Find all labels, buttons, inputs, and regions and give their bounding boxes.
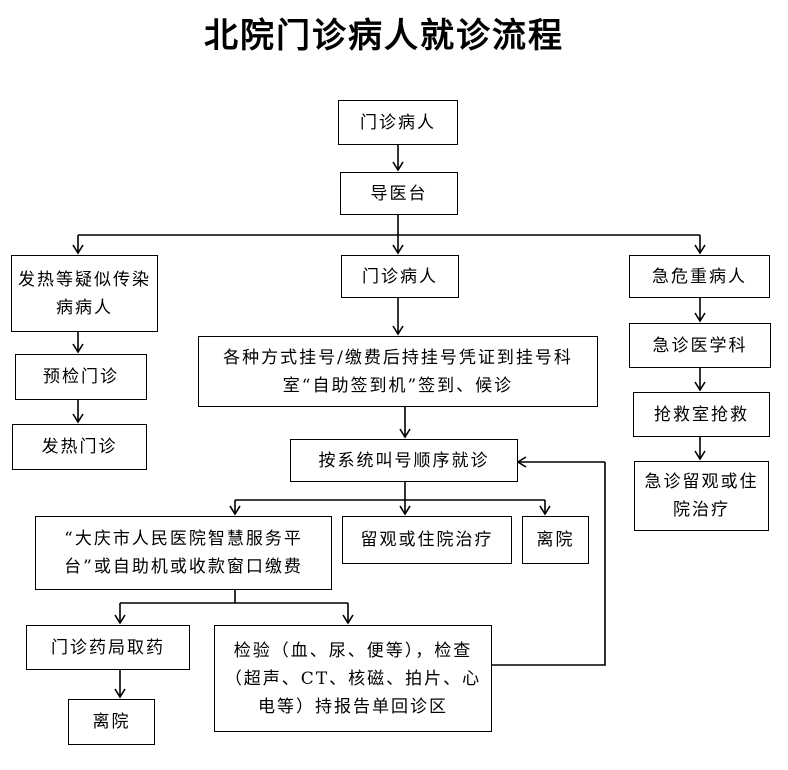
- node-emergency-dept: 急诊医学科: [629, 323, 771, 368]
- node-guide-desk: 导医台: [340, 172, 458, 215]
- node-call-order: 按系统叫号顺序就诊: [290, 439, 518, 482]
- node-precheck: 预检门诊: [15, 354, 147, 400]
- node-outpatient-mid: 门诊病人: [341, 255, 459, 298]
- node-rescue-room: 抢救室抢救: [633, 392, 770, 437]
- node-outpatient-top: 门诊病人: [338, 100, 458, 145]
- page-title: 北院门诊病人就诊流程: [204, 16, 564, 56]
- node-discharge-bottom: 离院: [68, 699, 155, 745]
- node-observation: 急诊留观或住院治疗: [634, 461, 769, 531]
- node-register: 各种方式挂号/缴费后持挂号凭证到挂号科室“自助签到机”签到、候诊: [198, 336, 598, 407]
- node-emergency-patient: 急危重病人: [629, 255, 770, 298]
- node-tests: 检验（血、尿、便等），检查（超声、CT、核磁、拍片、心电等）持报告单回诊区: [214, 625, 492, 732]
- node-fever-clinic: 发热门诊: [12, 424, 147, 470]
- loop-back-line: [492, 462, 606, 666]
- node-pharmacy: 门诊药局取药: [26, 625, 190, 670]
- node-payment: “大庆市人民医院智慧服务平台”或自助机或收款窗口缴费: [35, 516, 332, 590]
- node-fever-suspect: 发热等疑似传染病病人: [11, 255, 158, 332]
- node-discharge-mid: 离院: [522, 516, 589, 564]
- node-observe-hospital: 留观或住院治疗: [342, 516, 512, 564]
